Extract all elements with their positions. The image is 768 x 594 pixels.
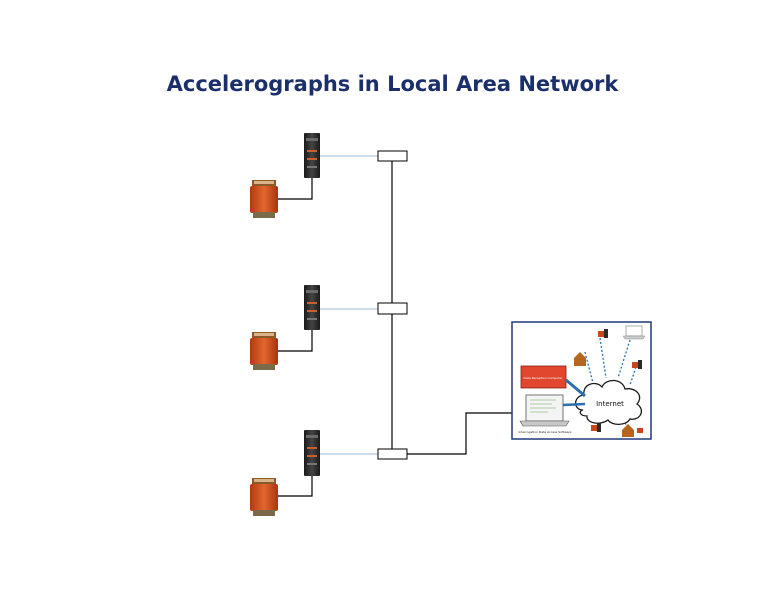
sensor-cable-2 [277, 330, 313, 352]
laptop-icon [519, 394, 570, 427]
laptop-label: Interrogation Data Access Software [519, 430, 572, 434]
network-switch-1 [377, 150, 408, 162]
sensor-2 [250, 332, 278, 370]
network-switch-2 [377, 302, 408, 315]
sensor-1 [250, 180, 278, 218]
cloud-label: Internet [596, 400, 624, 408]
station-2 [250, 285, 408, 370]
recorder-2 [304, 285, 320, 330]
cloud-icon [574, 379, 643, 426]
sensor-cable-1 [277, 178, 313, 200]
recorder-3 [304, 430, 320, 476]
server-box [520, 365, 567, 389]
station-3 [250, 430, 408, 516]
server-label: Data Reception Computer [524, 376, 564, 380]
recorder-1 [304, 133, 320, 178]
sensor-cable-3 [277, 476, 313, 497]
uplink-line [407, 412, 512, 455]
remote-device-icons [574, 325, 646, 437]
network-switch-3 [377, 448, 408, 460]
station-1 [250, 133, 408, 218]
internet-inset: Internet Data Reception Computer Interro… [511, 321, 652, 440]
diagram-title: Accelerographs in Local Area Network [166, 72, 619, 96]
sensor-3 [250, 478, 278, 516]
